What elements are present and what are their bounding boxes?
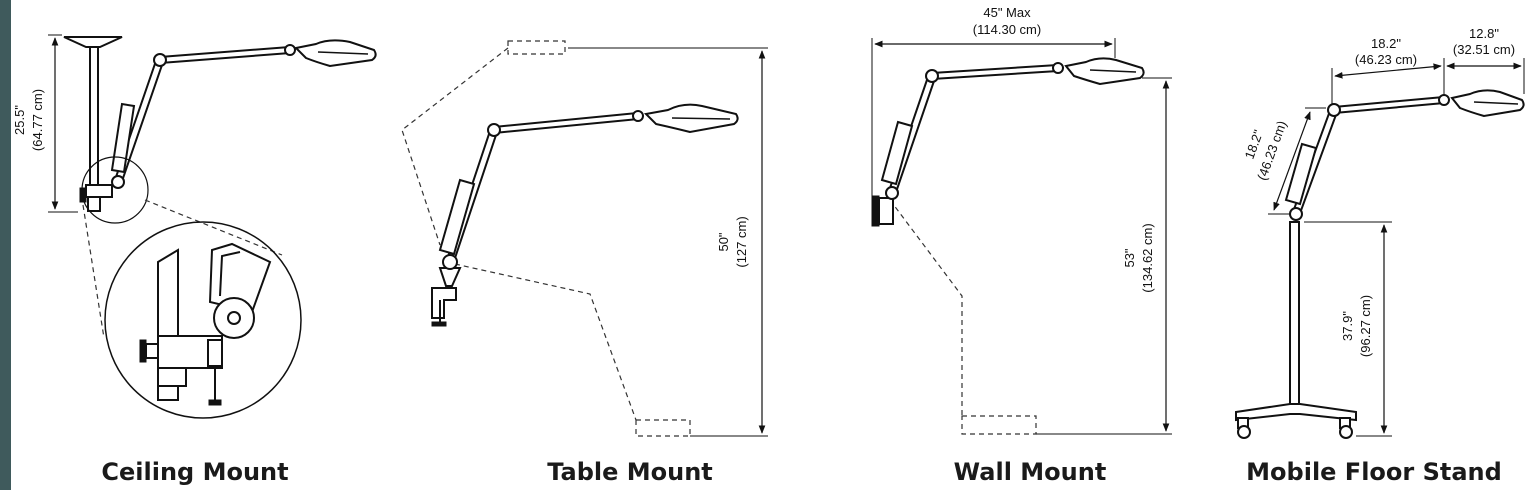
wall-plate bbox=[871, 195, 880, 227]
table-clamp bbox=[431, 287, 457, 319]
floor-stand-figure: 18.2" (46.23 cm) 12.8" (32.51 cm) 18.2" … bbox=[1235, 26, 1525, 439]
lamp-mounting-diagram: 25.5" (64.77 cm) 50" (127 cm) bbox=[12, 5, 1525, 439]
floor-head-inches: 12.8" bbox=[1469, 26, 1499, 41]
wall-mount-caption: Wall Mount bbox=[953, 458, 1107, 486]
wall-mount-figure: 45" Max (114.30 cm) 53" (134.62 cm) bbox=[871, 5, 1172, 435]
table-mount-figure: 50" (127 cm) bbox=[401, 40, 768, 437]
ceiling-plate bbox=[63, 36, 123, 48]
floor-stand-cm: (96.27 cm) bbox=[1358, 295, 1373, 357]
ceiling-height-inches: 25.5" bbox=[12, 105, 27, 135]
left-edge-strip bbox=[0, 0, 11, 490]
stand-base bbox=[1235, 403, 1357, 422]
floor-upper-arm-cm: (46.23 cm) bbox=[1355, 52, 1417, 67]
wall-height-cm: (134.62 cm) bbox=[1140, 223, 1155, 292]
detail-zoom-circle bbox=[104, 221, 302, 419]
wall-reach-cm: (114.30 cm) bbox=[973, 22, 1041, 37]
wall-height-inches: 53" bbox=[1122, 248, 1137, 267]
floor-stand-inches: 37.9" bbox=[1340, 311, 1355, 341]
floor-head-cm: (32.51 cm) bbox=[1453, 42, 1515, 57]
table-height-inches: 50" bbox=[716, 232, 731, 251]
ceiling-mount-caption: Ceiling Mount bbox=[101, 458, 289, 486]
mount-bracket bbox=[85, 184, 113, 198]
stand-pole bbox=[1289, 221, 1300, 411]
floor-stand-caption: Mobile Floor Stand bbox=[1246, 458, 1502, 486]
ceiling-height-cm: (64.77 cm) bbox=[30, 89, 45, 151]
floor-upper-arm-inches: 18.2" bbox=[1371, 36, 1401, 51]
table-height-cm: (127 cm) bbox=[734, 216, 749, 267]
wall-reach-inches: 45" Max bbox=[983, 5, 1031, 20]
ceiling-mount-figure: 25.5" (64.77 cm) bbox=[12, 34, 377, 419]
table-mount-caption: Table Mount bbox=[547, 458, 713, 486]
